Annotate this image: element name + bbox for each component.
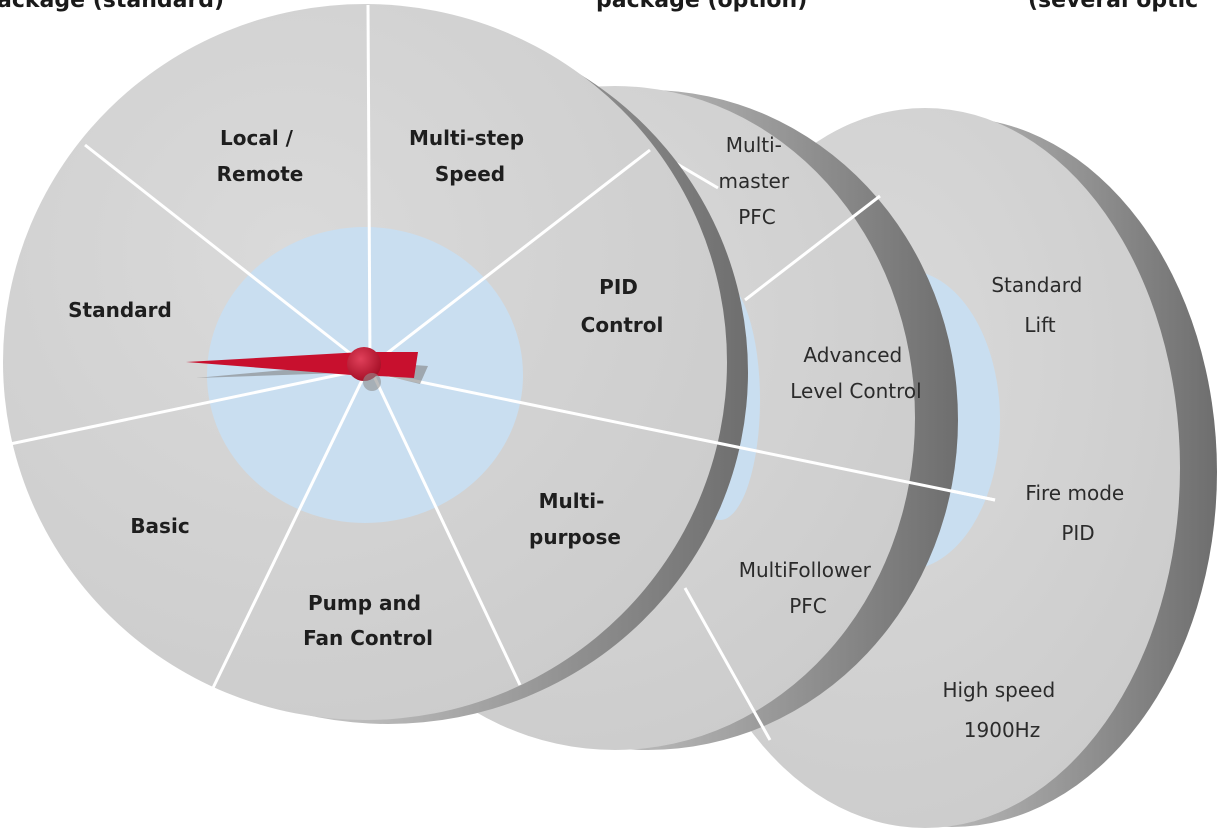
needle-pivot xyxy=(347,347,381,381)
back-seg0-line1: Lift xyxy=(1024,313,1055,337)
front-seg6-line1: Fan Control xyxy=(303,626,433,650)
front-seg1-line0: Multi-step xyxy=(409,126,524,150)
front-divider-6 xyxy=(370,371,522,686)
front-seg0-line1: Remote xyxy=(217,162,304,186)
header-standard-package: ackage (standard) xyxy=(0,0,225,13)
front-label-local-remote: Local / Remote xyxy=(217,126,304,186)
disc-back-label-fire-mode: Fire mode PID xyxy=(1025,481,1130,545)
mid-seg2-line1: PFC xyxy=(789,594,827,618)
front-seg3-line0: Standard xyxy=(68,298,172,322)
disc-back-label-high-speed: High speed 1900Hz xyxy=(942,678,1061,742)
front-label-multistep-speed: Multi-step Speed xyxy=(409,126,531,186)
disc-front-labels: Local / Remote Multi-step Speed PID Cont… xyxy=(68,126,663,650)
front-seg1-line1: Speed xyxy=(435,162,505,186)
disc-middle-divider-3 xyxy=(683,587,772,741)
dial-needle xyxy=(186,347,428,391)
back-seg2-line0: High speed xyxy=(942,678,1055,702)
needle-pivot-shadow xyxy=(363,373,381,391)
back-seg0-line0: Standard xyxy=(991,273,1082,297)
front-divider-5 xyxy=(210,371,368,691)
header-option-package: package (option) xyxy=(596,0,808,13)
front-divider-1 xyxy=(366,4,372,366)
disc-middle-label-advanced-level: Advanced Level Control xyxy=(790,343,921,403)
disc-back-label-standard-lift: Standard Lift xyxy=(991,273,1088,337)
front-label-multipurpose: Multi- purpose xyxy=(529,489,621,549)
front-seg2-line1: Control xyxy=(581,313,664,337)
front-seg5-line1: purpose xyxy=(529,525,621,549)
back-seg2-line1: 1900Hz xyxy=(964,718,1040,742)
front-divider-3 xyxy=(367,148,651,370)
back-seg1-line1: PID xyxy=(1061,521,1094,545)
front-seg0-line0: Local / xyxy=(220,126,294,150)
front-seg4-line0: Basic xyxy=(130,514,189,538)
disc-middle-label-multifollower: MultiFollower PFC xyxy=(739,558,878,618)
back-seg1-line0: Fire mode xyxy=(1025,481,1124,505)
mid-seg0-line1: master xyxy=(719,169,790,193)
disc-middle-divider-2 xyxy=(744,194,881,302)
mid-seg0-line2: PFC xyxy=(738,205,776,229)
front-seg5-line0: Multi- xyxy=(539,489,605,513)
front-divider-7 xyxy=(371,370,996,502)
needle-pointer xyxy=(186,352,364,376)
front-label-standard: Standard xyxy=(68,298,172,322)
disc-middle-label-multimaster: Multi- master PFC xyxy=(719,133,796,229)
front-divider-4 xyxy=(9,368,363,446)
front-label-pid-control: PID Control xyxy=(581,275,664,337)
disc-front: Local / Remote Multi-step Speed PID Cont… xyxy=(3,4,996,724)
front-seg6-line0: Pump and xyxy=(308,591,421,615)
front-divider-2 xyxy=(84,143,366,367)
mid-seg1-line0: Advanced xyxy=(803,343,902,367)
header-several-options: (several optic xyxy=(1028,0,1199,13)
front-label-pump-fan-control: Pump and Fan Control xyxy=(303,591,433,650)
mid-seg1-line1: Level Control xyxy=(790,379,921,403)
mid-seg0-line0: Multi- xyxy=(726,133,782,157)
disc-front-dividers xyxy=(9,4,996,691)
front-label-basic: Basic xyxy=(130,514,189,538)
mid-seg2-line0: MultiFollower xyxy=(739,558,872,582)
front-seg2-line0: PID xyxy=(599,275,638,299)
